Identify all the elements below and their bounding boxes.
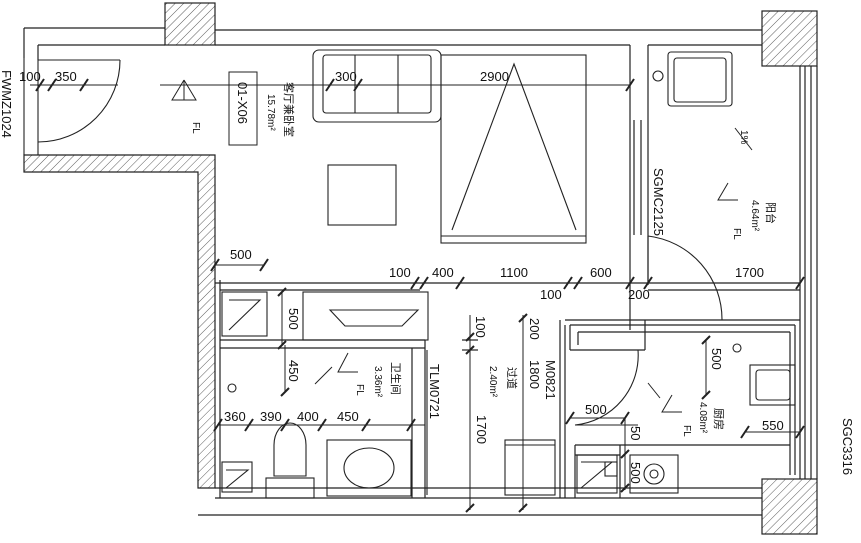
room-corridor-area: 2.40m² [487, 366, 498, 398]
bed [440, 54, 587, 244]
dim-100-entry: 100 [19, 69, 41, 84]
kitchen-sink [749, 364, 796, 406]
balcony-door-swing [647, 235, 723, 321]
dim-550-kitchen: 550 [762, 418, 784, 433]
unit-code-box [228, 71, 258, 146]
room-living-area: 15.78m² [265, 94, 276, 131]
dim-500-bath-top: 500 [230, 247, 252, 262]
sliding-door-code: SGMC2125 [651, 168, 666, 236]
room-balcony-floor: FL [731, 228, 742, 240]
dim-400-mid: 400 [432, 265, 454, 280]
structural-walls [23, 2, 818, 535]
balcony-slope: 1% [738, 130, 749, 145]
fl-marker-kitchen [661, 394, 682, 413]
dim-360: 360 [224, 409, 246, 424]
floor-drain-icon [652, 70, 664, 82]
dim-400-bath: 400 [297, 409, 319, 424]
room-balcony-name: 阳台 [764, 202, 778, 224]
dim-200-mid: 200 [628, 287, 650, 302]
room-bathroom-name: 卫生间 [389, 362, 403, 395]
dimension-ticks [35, 78, 805, 513]
partition-code: TLM0721 [427, 364, 442, 419]
dim-1100-mid: 1100 [500, 265, 528, 280]
room-kitchen-area: 4.08m² [697, 402, 708, 434]
room-living-floor: FL [190, 122, 201, 134]
dim-500-bath-side: 500 [286, 308, 301, 330]
room-kitchen-name: 厨房 [712, 408, 725, 430]
dim-1700-balcony: 1700 [735, 265, 764, 280]
room-balcony-area: 4.64m² [749, 200, 760, 232]
slope-arrow-icon [734, 127, 753, 151]
basin-cabinet [326, 439, 412, 497]
door-code: M0821 [543, 360, 558, 400]
dim-500-kitchen-bottom: 500 [628, 462, 643, 484]
dim-100-corr: 100 [473, 316, 488, 338]
floor-markers [171, 79, 753, 413]
dim-450-basin: 450 [337, 409, 359, 424]
room-bathroom-floor: FL [354, 384, 365, 396]
drain-icon [227, 383, 237, 393]
kitchen-door-swing [574, 349, 639, 426]
side-code-left: FWMZ1024 [0, 70, 14, 138]
dim-350-entry: 350 [55, 69, 77, 84]
dim-300-sofa: 300 [335, 69, 357, 84]
dim-100-mid2: 100 [540, 287, 562, 302]
room-kitchen-floor: FL [681, 425, 692, 437]
room-bathroom-area: 3.36m² [372, 366, 383, 398]
dim-600-mid: 600 [590, 265, 612, 280]
dim-100-mid: 100 [389, 265, 411, 280]
coffee-table [327, 164, 397, 226]
column-top-left [164, 2, 216, 46]
toilet [265, 477, 315, 499]
dim-2900-bed: 2900 [480, 69, 509, 84]
dim-1700-corr: 1700 [474, 415, 489, 444]
stove [629, 454, 679, 494]
washing-machine [667, 51, 733, 107]
side-code-right: SGC3316 [840, 418, 855, 475]
shoe-cabinet [504, 439, 556, 496]
dim-200-corr: 200 [527, 318, 542, 340]
dim-1800-corr: 1800 [527, 360, 542, 389]
dim-390: 390 [260, 409, 282, 424]
unit-code: 01-X06 [235, 82, 250, 124]
column-top-right [761, 10, 818, 67]
entry-door-swing [37, 59, 121, 143]
furniture [221, 49, 796, 499]
fl-marker-bathroom [337, 352, 358, 373]
dim-450-bath: 450 [286, 360, 301, 382]
basin [343, 447, 395, 489]
dim-500-kitchen-top: 500 [709, 348, 724, 370]
dim-50-kitchen: 50 [628, 426, 643, 440]
dimension-lines [30, 84, 800, 510]
doors [23, 58, 723, 495]
room-living-name: 客厅兼卧室 [282, 82, 296, 137]
dim-500-kitchen-door: 500 [585, 402, 607, 417]
room-corridor-name: 过道 [505, 367, 519, 389]
wall-left-hatched [23, 154, 216, 489]
fl-marker-balcony [717, 182, 738, 201]
column-bottom-right [761, 478, 818, 535]
wall-lines [23, 27, 818, 516]
wash-counter [302, 291, 429, 341]
sofa [312, 49, 442, 123]
